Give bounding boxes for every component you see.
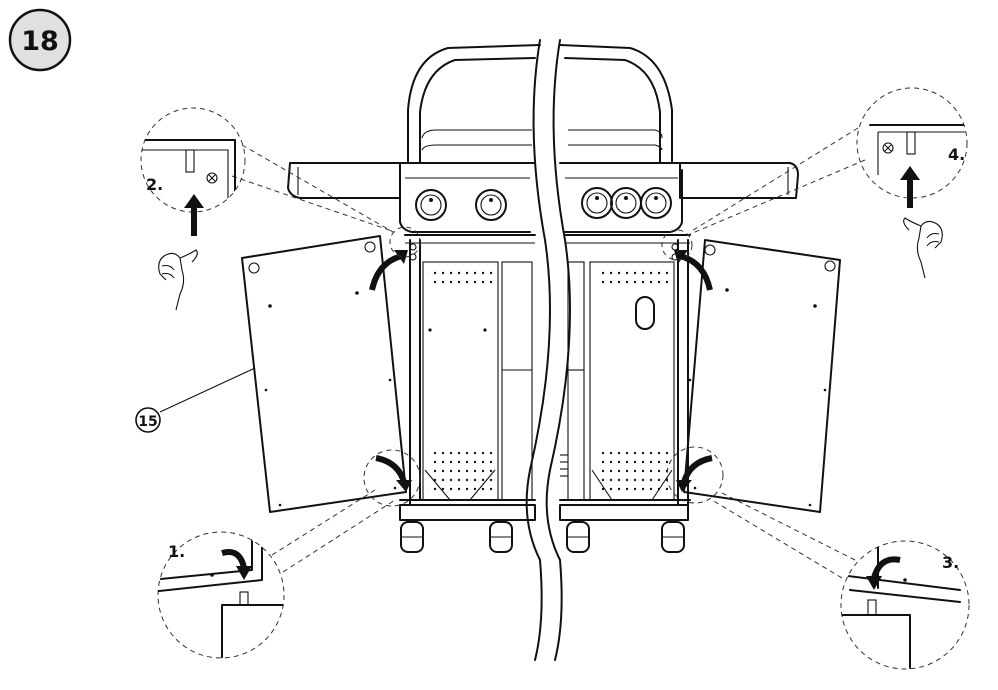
knob-icon bbox=[581, 187, 613, 219]
part-number-label: 15 bbox=[138, 414, 157, 430]
hinge-arrow-top-right-icon bbox=[674, 250, 713, 291]
detail-callout-2: 2. bbox=[140, 107, 246, 311]
knob-icon bbox=[475, 189, 507, 221]
caster-wheel-icon bbox=[489, 521, 513, 553]
hand-pushing-up-icon bbox=[158, 249, 198, 311]
caster-wheel-icon bbox=[400, 521, 424, 553]
knob-icon bbox=[640, 187, 672, 219]
callout-3-label: 3. bbox=[942, 553, 959, 572]
curved-down-arrow-icon bbox=[221, 549, 252, 580]
curved-down-arrow-icon bbox=[866, 556, 901, 590]
step-badge: 18 bbox=[8, 8, 72, 72]
hinge-arrow-bottom-right-icon bbox=[676, 455, 713, 492]
part-callout: 15 bbox=[135, 367, 256, 433]
callout-4-label: 4. bbox=[948, 145, 965, 164]
detail-callout-3: 3. bbox=[840, 540, 970, 670]
caster-wheel-icon bbox=[566, 521, 590, 553]
grill-left-half bbox=[287, 44, 541, 553]
left-door-panel bbox=[241, 235, 407, 513]
detail-callout-1: 1. bbox=[157, 531, 285, 659]
grill-right-half bbox=[559, 44, 799, 553]
callout-2-label: 2. bbox=[146, 175, 163, 194]
knob-icon bbox=[610, 187, 642, 219]
knob-icon bbox=[415, 189, 447, 221]
caster-wheel-icon bbox=[661, 521, 685, 553]
right-door-panel bbox=[683, 239, 841, 513]
up-arrow-icon bbox=[900, 166, 920, 208]
step-number: 18 bbox=[21, 26, 59, 57]
callout-1-label: 1. bbox=[168, 542, 185, 561]
hinge-arrow-bottom-left-icon bbox=[375, 455, 412, 492]
up-arrow-icon bbox=[184, 194, 204, 236]
detail-callout-4: 4. bbox=[856, 87, 968, 279]
hand-pushing-up-icon bbox=[903, 217, 943, 279]
hinge-arrow-top-left-icon bbox=[369, 250, 408, 291]
